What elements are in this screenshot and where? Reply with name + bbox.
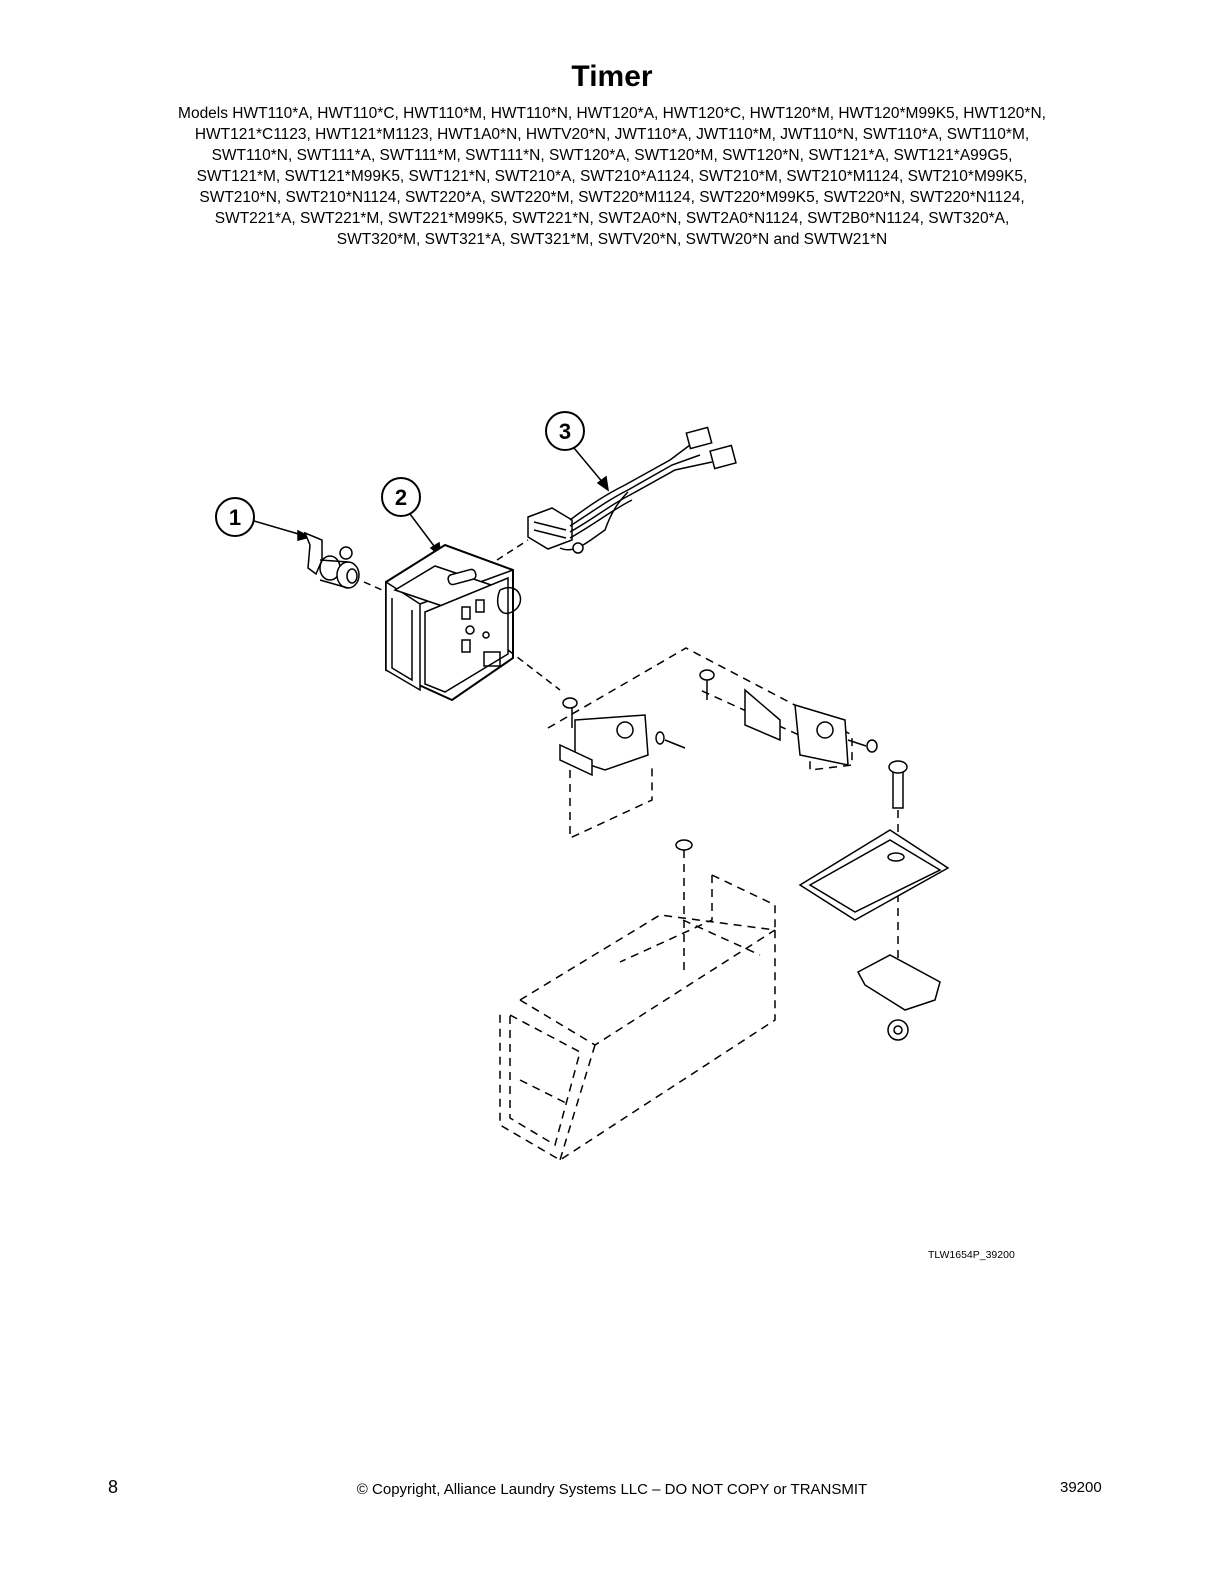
callout-1-label: 1 (229, 505, 241, 530)
callout-2-label: 2 (395, 485, 407, 510)
callout-3-label: 3 (559, 419, 571, 444)
wire-harness-part (496, 426, 737, 561)
timer-body-part (385, 543, 522, 702)
models-line: SWT210*N, SWT210*N1124, SWT220*A, SWT220… (199, 189, 1025, 206)
right-hardware (798, 760, 950, 1041)
models-line: SWT121*M, SWT121*M99K5, SWT121*N, SWT210… (196, 168, 1028, 185)
models-line: HWT121*C1123, HWT121*M1123, HWT1A0*N, HW… (194, 126, 1030, 143)
models-line: SWT221*A, SWT221*M, SWT221*M99K5, SWT221… (214, 210, 1010, 227)
models-list: Models HWT110*A, HWT110*C, HWT110*M, HWT… (100, 103, 1124, 250)
document-number: 39200 (1060, 1479, 1102, 1496)
callout-2: 2 (381, 477, 443, 558)
mounting-brackets (547, 647, 878, 840)
models-line: SWT320*M, SWT321*A, SWT321*M, SWTV20*N, … (336, 231, 888, 248)
page-number: 8 (108, 1477, 119, 1497)
console-housing (499, 839, 776, 1161)
callout-1: 1 (215, 497, 313, 541)
knob-shaft-part (303, 531, 383, 591)
exploded-parts-diagram: 1 2 3 (215, 411, 950, 1161)
models-line: SWT110*N, SWT111*A, SWT111*M, SWT111*N, … (211, 147, 1013, 164)
figure-id: TLW1654P_39200 (928, 1249, 1015, 1261)
callout-3: 3 (545, 411, 610, 492)
models-line: Models HWT110*A, HWT110*C, HWT110*M, HWT… (178, 105, 1046, 122)
copyright-notice: © Copyright, Alliance Laundry Systems LL… (356, 1481, 868, 1498)
page-title: Timer (571, 60, 653, 93)
